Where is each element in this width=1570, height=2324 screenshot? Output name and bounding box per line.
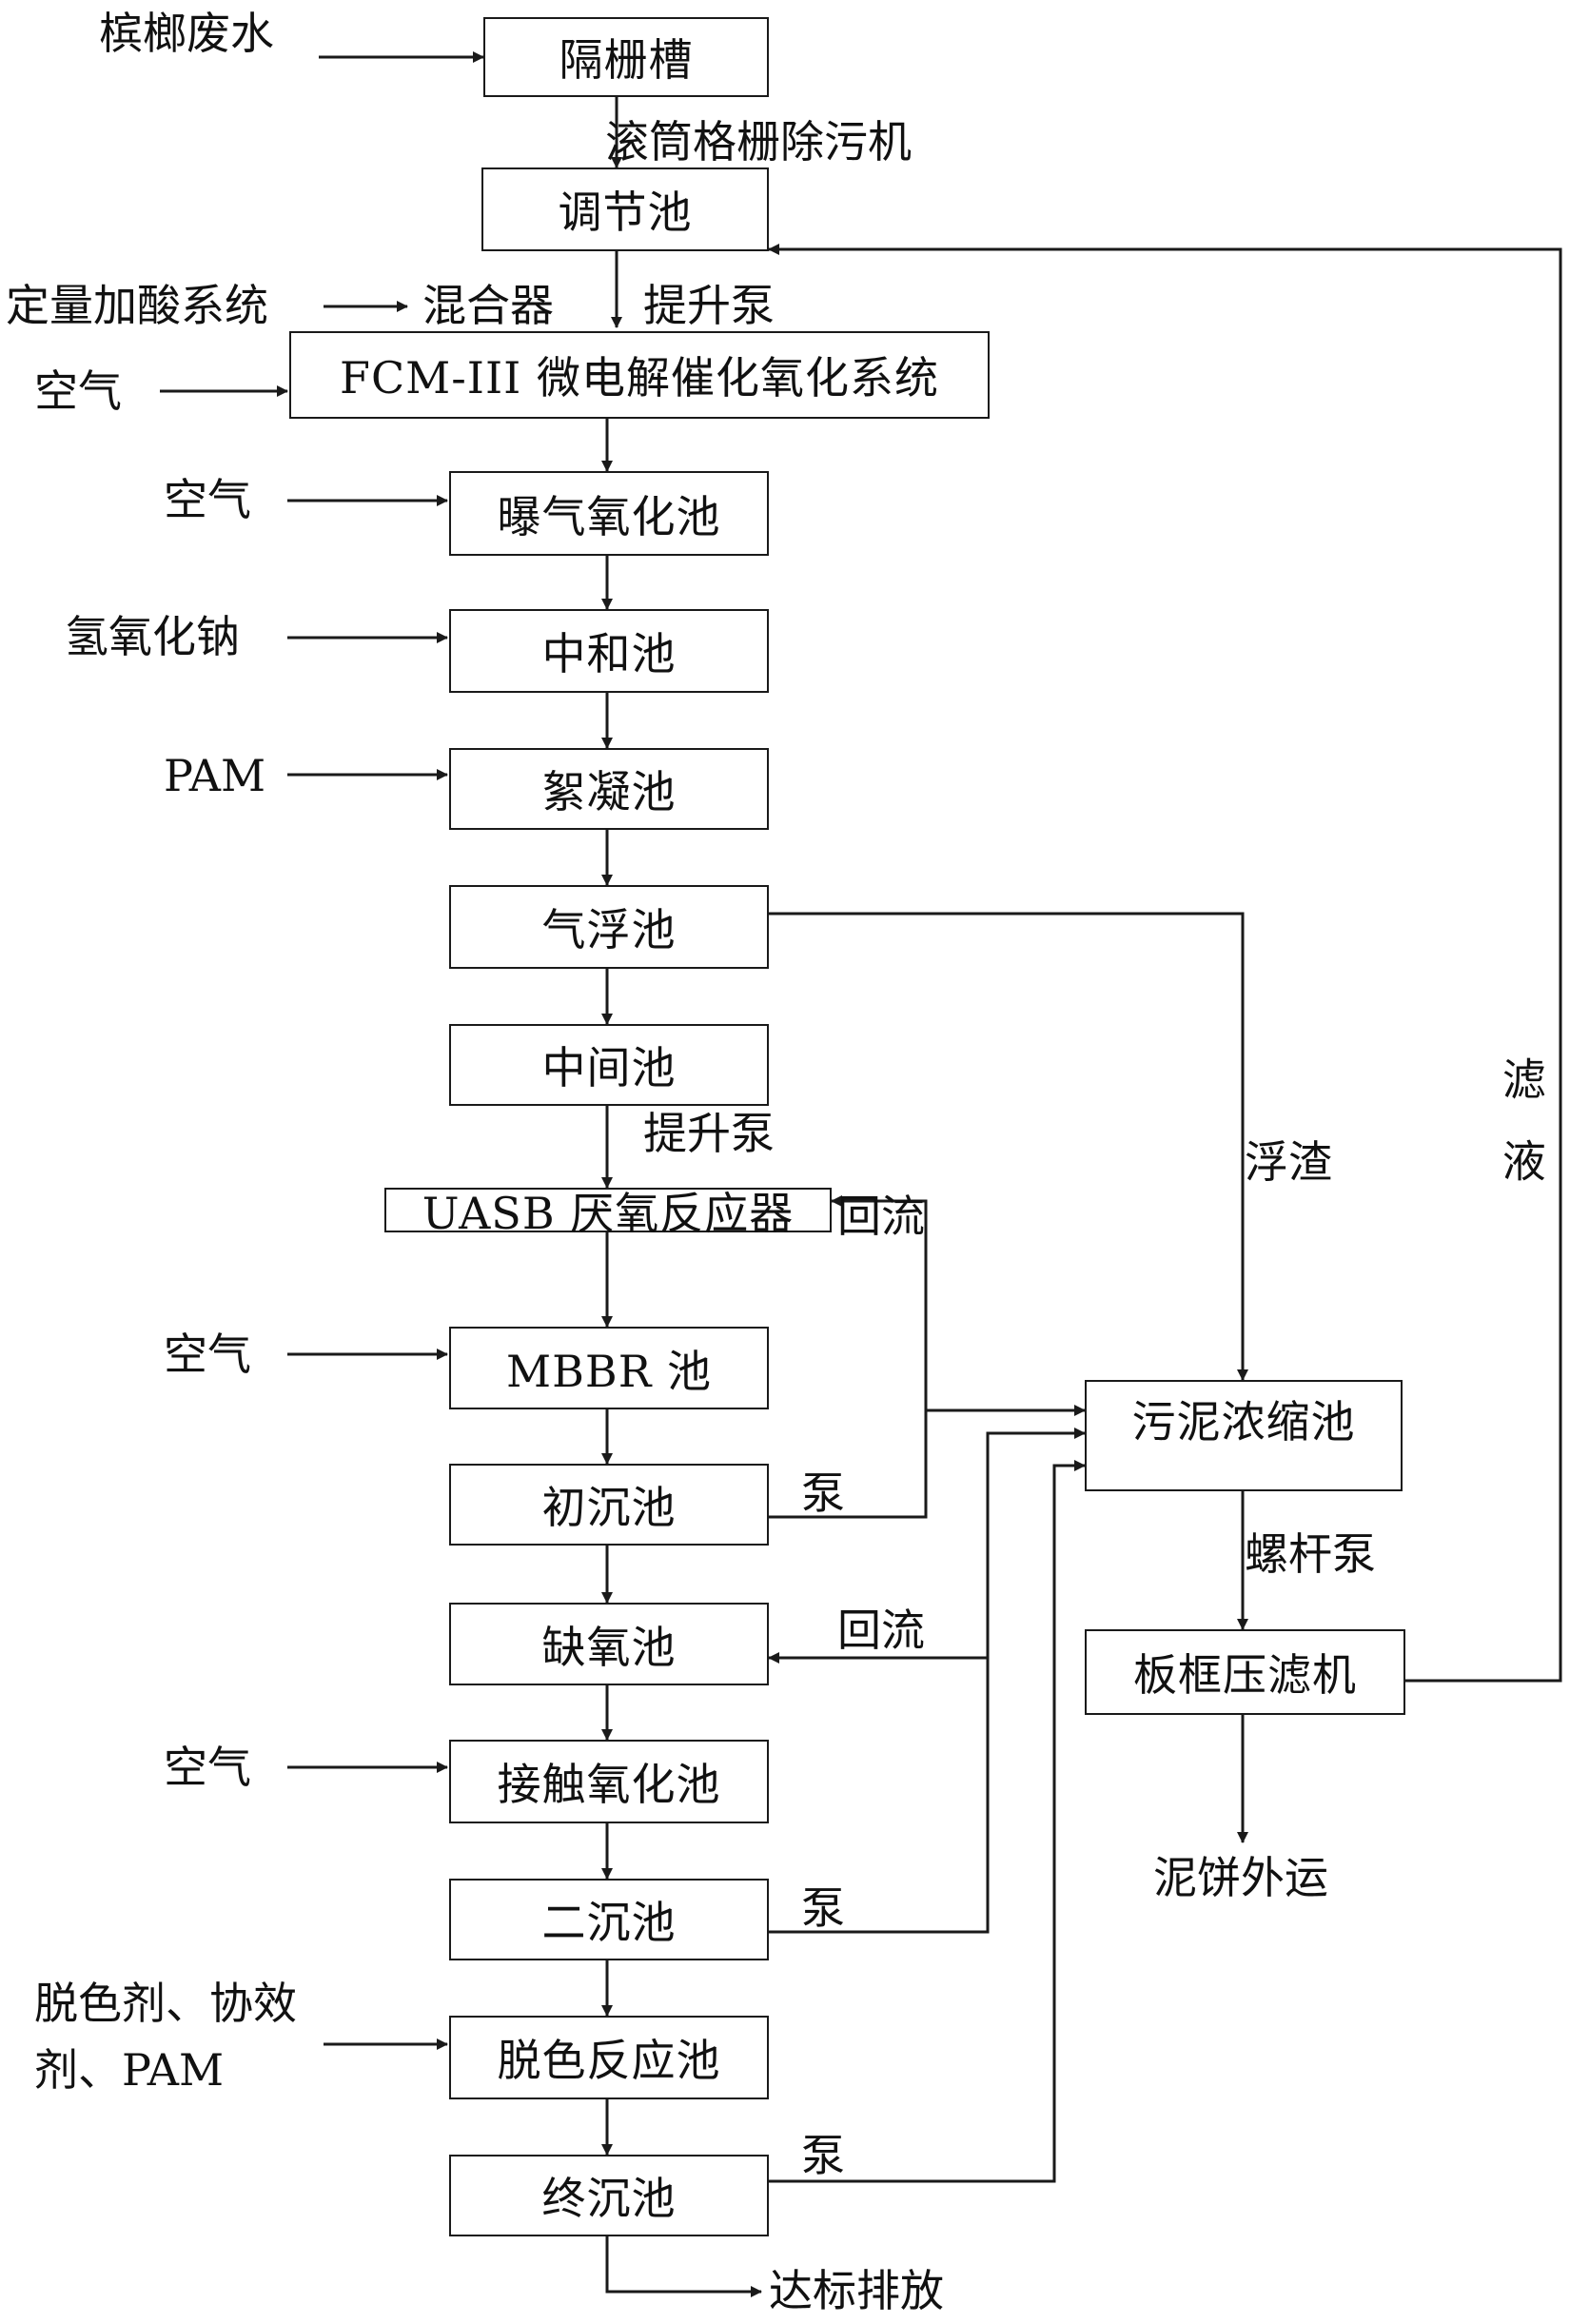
decolor-agents-label-line2: 剂、PAM <box>34 2044 225 2096</box>
contact-oxidation-tank-label: 接触氧化池 <box>497 1759 721 1810</box>
air-aeration-label: 空气 <box>164 474 251 525</box>
arrow-secondary-reflux-anoxic <box>767 1652 990 1934</box>
reflux-label-2: 回流 <box>837 1605 925 1656</box>
scum-label: 浮渣 <box>1245 1136 1332 1188</box>
final-settling-tank-label: 终沉池 <box>541 2173 677 2224</box>
arrow-secondary-sludge-thickener <box>986 1428 1086 1658</box>
regulating-tank-label: 调节池 <box>558 187 693 238</box>
anoxic-tank-label: 缺氧池 <box>541 1621 677 1673</box>
wastewater-label: 槟榔废水 <box>99 8 274 59</box>
arrow-scum-to-thickener <box>767 912 1248 1381</box>
sludge-thickener-box: 污泥浓缩池 <box>1085 1380 1403 1491</box>
air-contact-label: 空气 <box>164 1742 251 1793</box>
discharge-label: 达标排放 <box>769 2265 944 2316</box>
contact-oxidation-tank-box: 接触氧化池 <box>449 1740 769 1823</box>
pam-label: PAM <box>164 750 266 801</box>
lift-pump-label-1: 提升泵 <box>643 280 775 331</box>
arrow-primary-reflux-uasb <box>767 1195 928 1519</box>
pump-label-1: 泵 <box>801 1467 845 1519</box>
primary-settling-tank-label: 初沉池 <box>541 1482 677 1533</box>
air-flotation-tank-label: 气浮池 <box>541 904 677 955</box>
decolorization-tank-label: 脱色反应池 <box>497 2035 721 2086</box>
air-mbbr-label: 空气 <box>164 1329 251 1380</box>
flocculation-tank-label: 絮凝池 <box>541 766 677 817</box>
screw-pump-label: 螺杆泵 <box>1245 1528 1376 1580</box>
mixer-label: 混合器 <box>422 280 554 331</box>
aeration-oxidation-tank-label: 曝气氧化池 <box>497 490 721 542</box>
drum-screen-label: 滚筒格栅除污机 <box>605 116 912 167</box>
mbbr-tank-label: MBBR 池 <box>506 1345 712 1397</box>
arrow-filtrate-return <box>768 244 1562 1683</box>
regulating-tank-box: 调节池 <box>481 167 769 251</box>
secondary-settling-tank-label: 二沉池 <box>541 1897 677 1948</box>
cake-out-label: 泥饼外运 <box>1153 1852 1328 1903</box>
pump-label-3: 泵 <box>801 2130 845 2181</box>
neutralization-tank-label: 中和池 <box>541 628 677 679</box>
uasb-reactor-label: UASB 厌氧反应器 <box>422 1187 795 1239</box>
final-settling-tank-box: 终沉池 <box>449 2155 769 2236</box>
plate-frame-press-box: 板框压滤机 <box>1085 1629 1405 1715</box>
neutralization-tank-box: 中和池 <box>449 609 769 693</box>
primary-settling-tank-box: 初沉池 <box>449 1464 769 1546</box>
pump-label-2: 泵 <box>801 1882 845 1934</box>
fcm-system-label: FCM-III 微电解催化氧化系统 <box>340 352 939 404</box>
arrow-final-sludge-thickener <box>767 1460 1086 2183</box>
naoh-label: 氢氧化钠 <box>65 611 240 662</box>
flocculation-tank-box: 絮凝池 <box>449 748 769 830</box>
plate-frame-press-label: 板框压滤机 <box>1133 1649 1357 1701</box>
reflux-label-1: 回流 <box>837 1191 925 1242</box>
anoxic-tank-box: 缺氧池 <box>449 1603 769 1685</box>
secondary-settling-tank-box: 二沉池 <box>449 1879 769 1960</box>
lift-pump-label-2: 提升泵 <box>643 1108 775 1159</box>
decolor-agents-label-line1: 脱色剂、协效 <box>34 1978 297 2029</box>
fcm-system-box: FCM-III 微电解催化氧化系统 <box>289 331 990 419</box>
decolorization-tank-box: 脱色反应池 <box>449 2016 769 2099</box>
air-fcm-label: 空气 <box>34 365 122 417</box>
acid-system-label: 定量加酸系统 <box>6 280 268 331</box>
aeration-oxidation-tank-box: 曝气氧化池 <box>449 471 769 556</box>
intermediate-tank-label: 中间池 <box>541 1042 677 1093</box>
uasb-reactor-box: UASB 厌氧反应器 <box>384 1188 832 1239</box>
grille-tank-box: 隔栅槽 <box>483 17 769 97</box>
intermediate-tank-box: 中间池 <box>449 1024 769 1106</box>
air-flotation-tank-box: 气浮池 <box>449 885 769 969</box>
grille-tank-label: 隔栅槽 <box>559 34 694 86</box>
filtrate-label: 滤液 <box>1495 1056 1547 1220</box>
mbbr-tank-box: MBBR 池 <box>449 1327 769 1409</box>
sludge-thickener-label: 污泥浓缩池 <box>1131 1395 1356 1448</box>
